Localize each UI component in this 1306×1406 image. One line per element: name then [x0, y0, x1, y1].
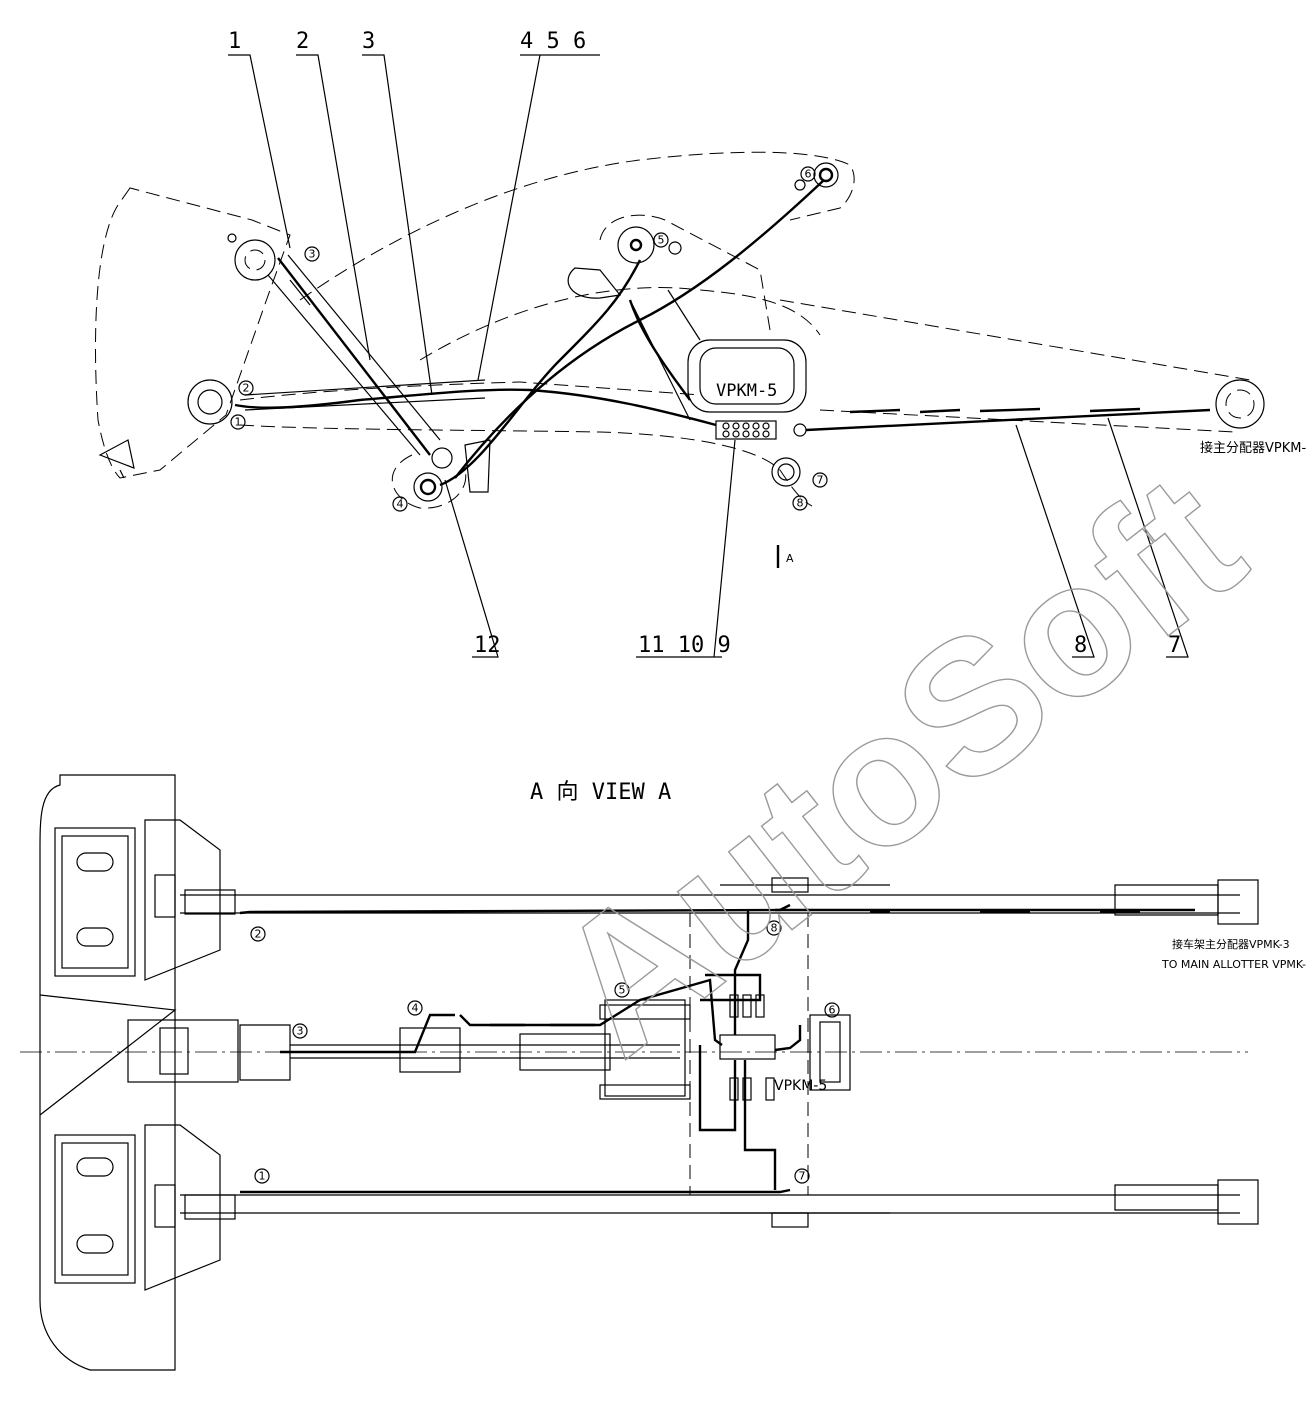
svg-text:7: 7 [799, 1170, 806, 1183]
svg-text:7: 7 [817, 474, 824, 487]
part-label-2: 2 [296, 29, 309, 54]
connect-note-plan-en: TO MAIN ALLOTTER VPMK-3 [1161, 958, 1306, 971]
svg-text:6: 6 [805, 168, 812, 181]
part-label-12: 12 [474, 633, 501, 658]
svg-text:2: 2 [255, 928, 262, 941]
svg-text:1: 1 [259, 1170, 266, 1183]
part-label-1: 1 [228, 29, 241, 54]
part-label-11-10-9: 11 10 9 [638, 633, 731, 658]
svg-text:8: 8 [797, 497, 804, 510]
part-label-7: 7 [1168, 633, 1181, 658]
svg-text:4: 4 [412, 1002, 419, 1015]
connect-note-plan-cn: 接车架主分配器VPMK-3 [1172, 937, 1290, 951]
lube-point-markers-plan: 1 2 3 4 5 6 7 8 [250, 920, 840, 1184]
view-arrow-label: A [786, 552, 794, 565]
part-label-3: 3 [362, 29, 375, 54]
svg-text:5: 5 [658, 234, 665, 247]
connect-note-side: 接主分配器VPKM-3 [1200, 440, 1306, 456]
view-a-title: A 向 VIEW A [530, 780, 671, 805]
part-label-8: 8 [1074, 633, 1087, 658]
svg-text:3: 3 [297, 1025, 304, 1038]
svg-text:1: 1 [235, 416, 242, 429]
side-view: 1 2 3 4 5 6 12 11 10 9 8 7 VPKM-5 接主分配器V… [94, 29, 1306, 658]
svg-text:4: 4 [397, 498, 404, 511]
svg-text:3: 3 [309, 248, 316, 261]
hose-clamps [849, 407, 1141, 414]
distributor-label-plan: VPKM-5 [774, 1078, 827, 1094]
plan-view: A 向 VIEW A [20, 774, 1306, 1371]
svg-text:2: 2 [243, 382, 250, 395]
distributor-label-side: VPKM-5 [716, 381, 777, 401]
svg-text:8: 8 [771, 922, 778, 935]
lube-point-markers-side: 1 2 3 4 5 6 7 8 [230, 166, 828, 512]
plan-hose-clamps [490, 910, 1140, 1027]
svg-text:5: 5 [619, 984, 626, 997]
distributor-ports [722, 422, 770, 438]
part-label-456: 4 5 6 [520, 29, 586, 54]
watermark: AutoSoft [517, 434, 1279, 1095]
svg-text:6: 6 [829, 1004, 836, 1017]
